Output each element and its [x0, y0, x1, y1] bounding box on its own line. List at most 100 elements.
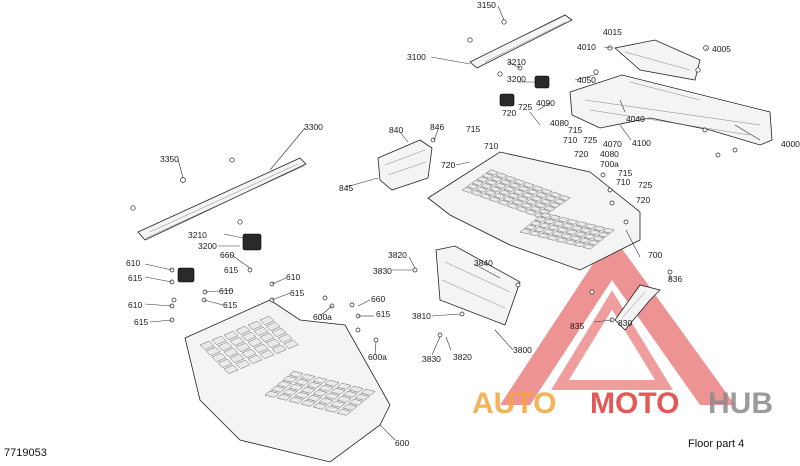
panel-cell [264, 390, 280, 398]
panel-cell [534, 216, 547, 222]
part-4000-right-side-assembly [569, 39, 773, 158]
panel-cell [497, 199, 510, 206]
panel-cell [336, 395, 352, 403]
panel-cell [578, 237, 591, 244]
callout-700a: 700a [600, 159, 619, 169]
panel-cell [288, 396, 304, 404]
panel-cell [531, 185, 544, 192]
panel-cell [324, 405, 340, 413]
callout-4080-a: 4080 [550, 118, 569, 128]
watermark-triangle [500, 235, 735, 405]
part-3100-top-rail [467, 14, 573, 77]
panel-cell [247, 337, 263, 347]
panel-cell [495, 172, 508, 179]
panel-cell [524, 209, 537, 216]
panel-cell [542, 228, 555, 235]
panel-cell [265, 338, 281, 348]
panel-cell [253, 326, 269, 336]
panel-cell [549, 191, 562, 198]
callout-715-a: 715 [466, 124, 480, 134]
callout-4080-b: 4080 [600, 149, 619, 159]
callout-725-a: 725 [518, 102, 532, 112]
panel-cell [306, 381, 322, 389]
panel-cell [294, 391, 310, 399]
callout-720-a: 720 [502, 108, 516, 118]
panel-cell [516, 195, 529, 202]
panel-cell [582, 243, 595, 250]
panel-cell [354, 393, 370, 401]
panel-cell [247, 354, 263, 364]
panel-cell [587, 239, 600, 246]
callout-3100: 3100 [407, 52, 426, 62]
callout-4090: 4090 [536, 98, 555, 108]
panel-cell [494, 182, 507, 189]
callout-835: 835 [570, 321, 584, 331]
callout-4010: 4010 [577, 42, 596, 52]
callout-610-a: 610 [126, 258, 140, 268]
panel-cell [475, 186, 488, 193]
panel-cell [253, 343, 269, 353]
callout-845: 845 [339, 183, 353, 193]
panel-cell [318, 397, 334, 405]
panel-cell [348, 398, 364, 406]
callout-3800: 3800 [513, 345, 532, 355]
callout-3210-top: 3210 [507, 57, 526, 67]
panel-cell [318, 384, 334, 392]
panel-cell [558, 195, 571, 201]
callout-615-b: 615 [128, 273, 142, 283]
panel-cell [519, 228, 532, 234]
panel-cell [288, 370, 304, 378]
part-840-bracket [377, 137, 436, 191]
panel-cell [556, 227, 569, 233]
panel-cell [324, 392, 340, 400]
panel-cell [552, 220, 565, 227]
callout-600: 600 [395, 438, 409, 448]
callout-830: 830 [618, 318, 632, 328]
panel-cell [565, 229, 578, 235]
panel-cell [223, 330, 239, 340]
panel-cell [583, 233, 596, 240]
panel-cell [574, 231, 587, 237]
panel-cell [271, 327, 287, 337]
panel-cell [330, 400, 346, 408]
callout-836: 836 [668, 274, 682, 284]
callout-3830-a: 3830 [373, 266, 392, 276]
panel-cell [271, 344, 287, 354]
panel-cell [526, 188, 539, 195]
panel-cell [300, 399, 316, 407]
panel-cell [277, 333, 293, 343]
panel-cell [593, 225, 606, 232]
panel-cell [573, 241, 586, 248]
callout-3210-left: 3210 [188, 230, 207, 240]
callout-615-e: 615 [134, 317, 148, 327]
callout-3820-a: 3820 [388, 250, 407, 260]
part-700-center-floor-panel [427, 151, 641, 271]
panel-cell [466, 183, 479, 190]
panel-cell [276, 380, 292, 388]
callout-3830-b: 3830 [422, 354, 441, 364]
panel-cell [566, 219, 579, 225]
panel-cell [360, 388, 376, 396]
panel-cell [512, 189, 525, 196]
panel-cell [241, 331, 257, 341]
callout-3820-b: 3820 [453, 352, 472, 362]
panel-cell [522, 182, 535, 189]
panel-cell [533, 226, 546, 233]
panel-cell [259, 315, 275, 325]
callout-3150: 3150 [477, 0, 496, 10]
part-3200-mount-top [499, 65, 550, 107]
panel-cell [259, 349, 275, 359]
panel-cell [511, 199, 524, 206]
part-3300-left-rail [130, 157, 307, 241]
panel-cell [525, 199, 538, 205]
panel-cell [520, 202, 533, 209]
callout-3200-top: 3200 [507, 74, 526, 84]
panel-cell [306, 394, 322, 402]
diagram-id: 7719053 [4, 447, 47, 459]
panel-cell [223, 347, 239, 357]
panel-cell [348, 385, 364, 393]
panel-cell [553, 198, 566, 205]
panel-cell [502, 196, 515, 203]
callout-4000: 4000 [781, 139, 800, 149]
